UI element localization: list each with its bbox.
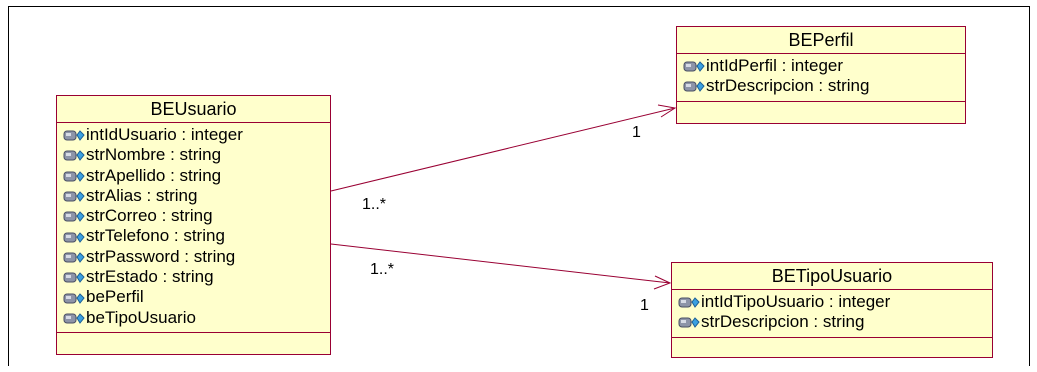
attribute-icon — [63, 146, 85, 164]
attribute-icon — [683, 57, 705, 75]
multiplicity-usuario-perfil-target: 1 — [632, 124, 641, 141]
attribute-row[interactable]: beTipoUsuario — [63, 308, 330, 328]
attribute-row[interactable]: strNombre : string — [63, 145, 330, 165]
attribute-label: intIdPerfil : integer — [706, 56, 844, 75]
attribute-icon — [63, 268, 85, 286]
attribute-icon — [683, 77, 705, 95]
attribute-row[interactable]: strApellido : string — [63, 166, 330, 186]
attribute-row[interactable]: strTelefono : string — [63, 226, 330, 246]
attribute-label: strPassword : string — [86, 246, 236, 266]
attribute-label: strApellido : string — [86, 165, 222, 185]
multiplicity-usuario-tipo-target: 1 — [640, 297, 649, 314]
attribute-icon — [63, 248, 85, 266]
attribute-row[interactable]: intIdUsuario : integer — [63, 125, 330, 145]
class-name: BEPerfil — [677, 27, 965, 54]
attribute-label: strAlias : string — [86, 185, 198, 205]
attribute-row[interactable]: strCorreo : string — [63, 206, 330, 226]
diagram-frame — [8, 6, 1030, 366]
attribute-label: beTipoUsuario — [86, 307, 196, 327]
attribute-icon — [63, 207, 85, 225]
association-usuario-tipo — [330, 243, 672, 290]
attribute-icon — [63, 309, 85, 327]
association-usuario-perfil — [330, 104, 677, 192]
class-betipousuario[interactable]: BETipoUsuario intIdTipoUsuario : integer… — [671, 262, 993, 358]
attribute-icon — [63, 187, 85, 205]
class-name: BEUsuario — [57, 96, 330, 123]
attribute-label: intIdTipoUsuario : integer — [701, 292, 891, 311]
attribute-icon — [63, 289, 85, 307]
attribute-row[interactable]: strDescripcion : string — [683, 76, 965, 96]
attribute-label: strEstado : string — [86, 267, 214, 287]
attribute-label: strCorreo : string — [86, 206, 213, 226]
attribute-label: intIdUsuario : integer — [86, 125, 243, 144]
attribute-row[interactable]: strDescripcion : string — [678, 312, 992, 332]
attribute-row[interactable]: intIdTipoUsuario : integer — [678, 292, 992, 312]
attribute-label: strDescripcion : string — [701, 312, 865, 332]
attribute-row[interactable]: bePerfil — [63, 287, 330, 307]
attribute-icon — [63, 228, 85, 246]
attribute-icon — [678, 293, 700, 311]
attribute-row[interactable]: strPassword : string — [63, 247, 330, 267]
multiplicity-usuario-perfil-source: 1..* — [362, 196, 387, 213]
attribute-row[interactable]: strAlias : string — [63, 186, 330, 206]
attribute-label: strDescripcion : string — [706, 76, 870, 96]
attribute-icon — [678, 313, 700, 331]
attribute-row[interactable]: strEstado : string — [63, 267, 330, 287]
attribute-row[interactable]: intIdPerfil : integer — [683, 56, 965, 76]
class-name: BETipoUsuario — [672, 263, 992, 290]
attribute-label: strTelefono : string — [86, 226, 225, 246]
multiplicity-usuario-tipo-source: 1..* — [370, 261, 395, 278]
attribute-label: bePerfil — [86, 287, 144, 307]
attribute-icon — [63, 126, 85, 144]
attribute-label: strNombre : string — [86, 145, 222, 165]
attribute-icon — [63, 167, 85, 185]
